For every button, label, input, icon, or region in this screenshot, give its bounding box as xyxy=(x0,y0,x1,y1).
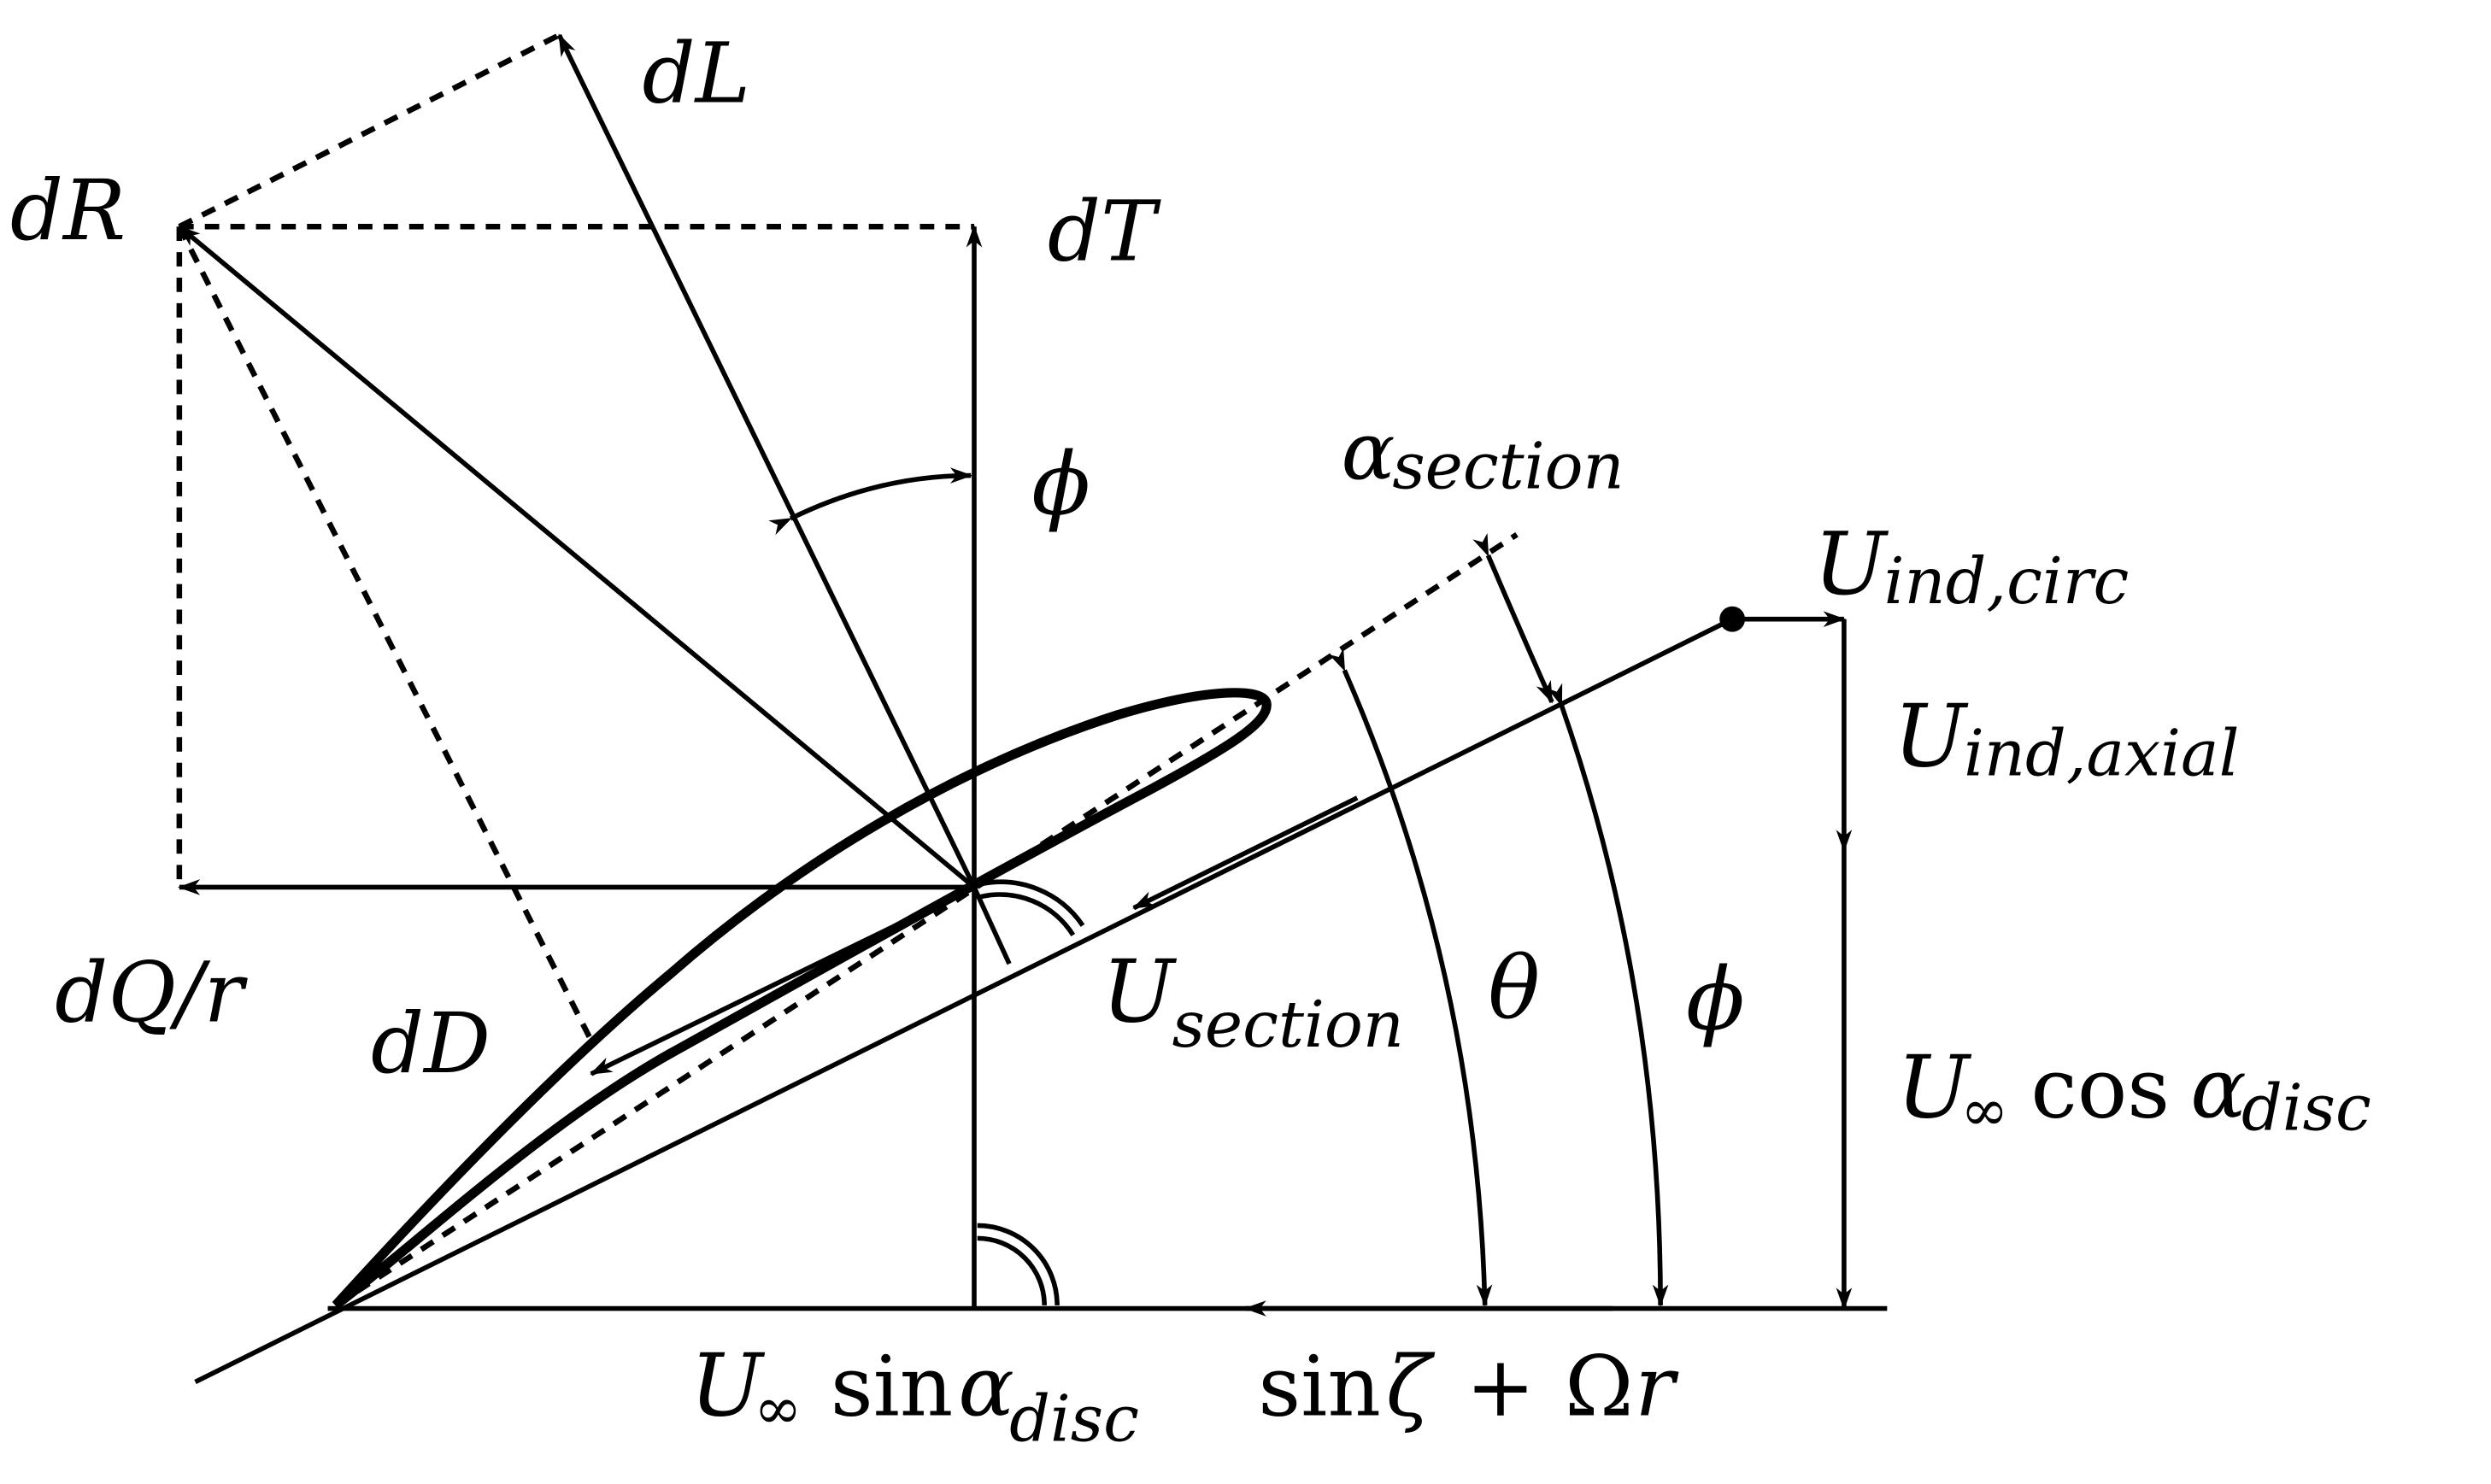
u-section-arrow xyxy=(1132,795,1359,911)
right-angle-bottom-outer xyxy=(977,1223,1060,1305)
dR-to-dD-dashed xyxy=(176,225,594,1042)
right-angle-tick xyxy=(972,886,1012,965)
u-ind-circ-label: U ind,circ xyxy=(1813,513,2129,619)
u-inf-cos-subscript: disc xyxy=(2241,1070,2371,1145)
u-ind-axial-label: U ind,axial xyxy=(1894,686,2240,791)
dR-vector xyxy=(178,225,976,889)
u-inf-cos-inf: ∞ xyxy=(1960,1076,2008,1143)
bottom-plus: + xyxy=(1466,1339,1535,1435)
u-section-symbol: U xyxy=(1102,941,1177,1041)
u-section-subscript: section xyxy=(1172,988,1404,1062)
dL-vector xyxy=(556,33,977,889)
bottom-r: r xyxy=(1635,1339,1679,1435)
phi-top-arc xyxy=(768,467,973,536)
bottom-subscript: disc xyxy=(1009,1382,1139,1457)
u-inf-cos-alpha: α xyxy=(2190,1040,2247,1136)
theta-arc xyxy=(1329,648,1493,1307)
bottom-zeta: ζ xyxy=(1386,1339,1436,1435)
right-angle-upper-outer xyxy=(979,879,1085,927)
theta-label: θ xyxy=(1488,938,1540,1039)
chord-line-dashed xyxy=(334,531,1519,1308)
bottom-alpha: α xyxy=(958,1339,1014,1435)
right-angle-bottom-inner xyxy=(977,1235,1047,1305)
dQr-label: dQ/r xyxy=(55,944,248,1041)
dR-label: dR xyxy=(10,162,126,259)
bottom-u: U xyxy=(690,1335,766,1436)
bottom-sin2: sin xyxy=(1258,1339,1380,1435)
bottom-omega: Ω xyxy=(1565,1339,1634,1435)
u-ind-axial-symbol: U xyxy=(1894,686,1969,787)
dD-label: dD xyxy=(371,995,491,1092)
airfoil-section xyxy=(332,688,1272,1310)
angle-arcs xyxy=(768,467,1669,1307)
phi-right-label: ϕ xyxy=(1686,949,1745,1050)
phi-top-label: ϕ xyxy=(1031,433,1090,534)
bottom-inf: ∞ xyxy=(754,1375,802,1442)
u-inf-cos-cos: cos xyxy=(2030,1040,2170,1136)
force-vectors xyxy=(177,33,983,1309)
bottom-sin1: sin xyxy=(831,1339,953,1435)
u-ind-axial-subscript: ind,axial xyxy=(1964,717,2240,791)
construction-lines xyxy=(176,32,1519,1308)
u-ind-circ-subscript: ind,circ xyxy=(1884,544,2130,619)
dL-label: dL xyxy=(642,26,750,122)
alpha-section-arc xyxy=(1472,532,1554,704)
u-inf-cos-label: U ∞ cos α disc xyxy=(1897,1036,2371,1145)
alpha-symbol: α xyxy=(1342,405,1395,498)
u-inf-cos-u: U xyxy=(1897,1036,1972,1137)
dR-to-dL-dashed xyxy=(178,32,561,230)
dT-label: dT xyxy=(1048,183,1161,279)
alpha-subscript: section xyxy=(1392,430,1624,504)
right-angle-upper-inner xyxy=(979,892,1076,936)
u-ind-circ-symbol: U xyxy=(1813,513,1889,614)
bottom-velocity-label: U ∞ sin α disc sin ζ + Ω r xyxy=(690,1335,1680,1457)
alpha-section-label: α section xyxy=(1342,405,1624,503)
u-section-label: U section xyxy=(1102,941,1404,1062)
dD-vector xyxy=(590,884,976,1076)
phi-right-arc xyxy=(1547,683,1669,1307)
